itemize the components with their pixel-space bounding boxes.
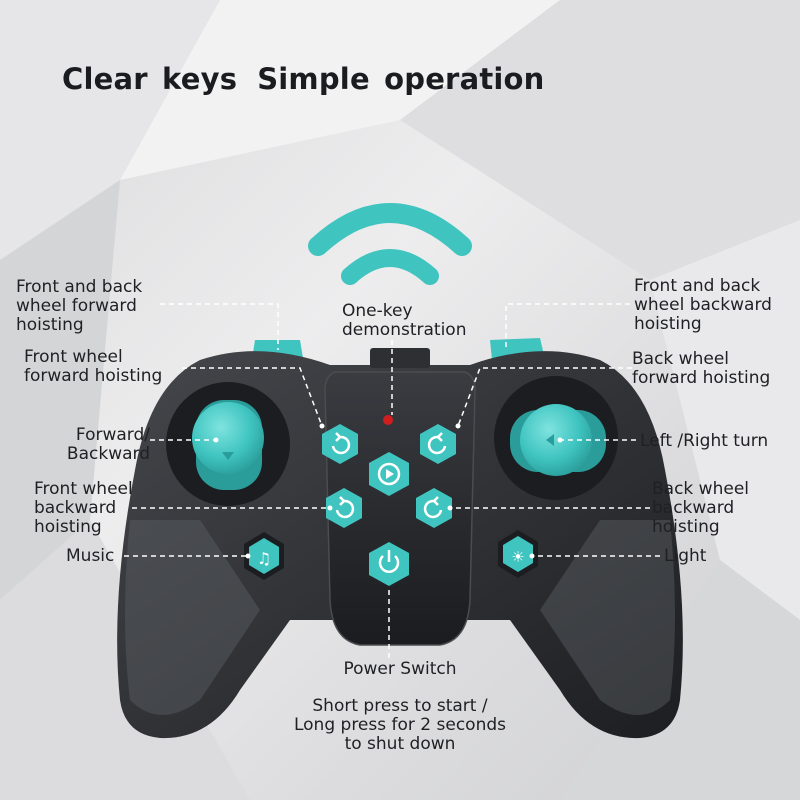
label-music: Music xyxy=(66,546,115,566)
rotate-cw-icon xyxy=(423,496,443,519)
button-power-switch[interactable] xyxy=(369,542,409,586)
label-back-wheel-backward: Back wheel backward hoisting xyxy=(652,479,749,537)
rotate-cw-icon xyxy=(427,432,447,455)
button-back-wheel-backward[interactable] xyxy=(416,488,452,528)
label-front-back-wheel-backward: Front and back wheel backward hoisting xyxy=(634,276,772,334)
title-part-2: Simple operation xyxy=(257,62,545,96)
play-icon xyxy=(377,462,401,486)
title-part-1: Clear keys xyxy=(62,62,238,96)
label-one-key-demonstration: One-key demonstration xyxy=(342,301,467,340)
button-light[interactable]: ☀ xyxy=(498,530,538,578)
page-title: Clear keys Simple operation xyxy=(62,62,545,96)
label-left-right-turn: Left /Right turn xyxy=(640,431,769,451)
label-light: Light xyxy=(664,546,707,566)
label-back-wheel-forward: Back wheel forward hoisting xyxy=(632,349,771,388)
label-power-switch: Power Switch xyxy=(343,659,457,679)
music-note-icon: ♫ xyxy=(257,549,271,568)
label-power-note: Short press to start / Long press for 2 … xyxy=(293,696,506,754)
label-front-back-wheel-forward: Front and back wheel forward hoisting xyxy=(16,277,143,335)
left-joystick[interactable] xyxy=(192,400,264,490)
button-front-wheel-backward[interactable] xyxy=(326,488,362,528)
power-icon xyxy=(378,550,400,573)
led-indicator-icon xyxy=(383,415,393,425)
label-front-wheel-backward: Front wheel backward hoisting xyxy=(34,479,133,537)
wifi-signal-icon xyxy=(308,203,472,285)
rotate-ccw-icon xyxy=(335,496,355,519)
light-bulb-icon: ☀ xyxy=(511,548,524,566)
button-one-key-demonstration[interactable] xyxy=(369,452,409,496)
label-front-wheel-forward: Front wheel forward hoisting xyxy=(24,347,163,386)
button-front-wheel-forward[interactable] xyxy=(322,424,358,464)
right-joystick[interactable] xyxy=(510,404,606,476)
button-back-wheel-forward[interactable] xyxy=(420,424,456,464)
button-music[interactable]: ♫ xyxy=(244,532,284,580)
rotate-ccw-icon xyxy=(331,432,351,455)
label-forward-backward: Forward/ Backward xyxy=(66,425,150,464)
